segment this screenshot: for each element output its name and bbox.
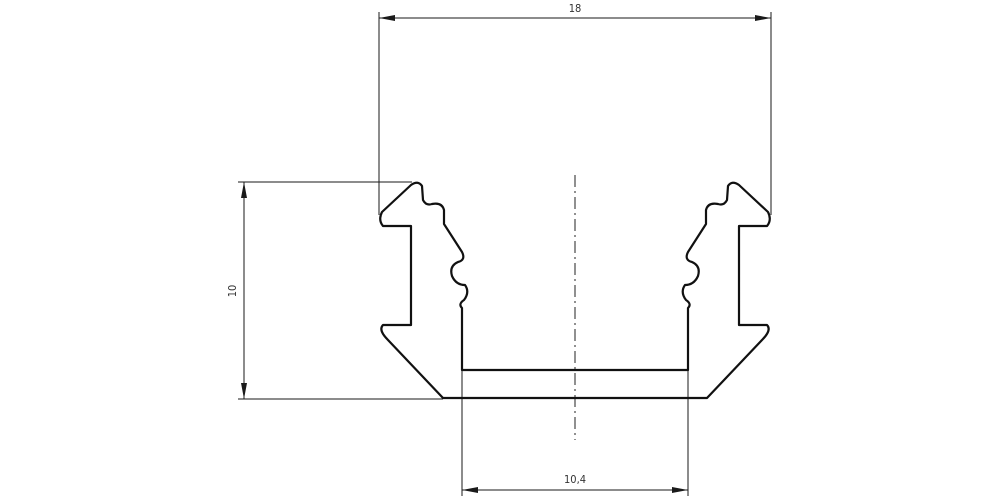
profile-outline-left (379, 181, 771, 400)
arrowhead-right (755, 15, 771, 21)
arrowhead-inner-right (672, 487, 688, 493)
height-dimension-label: 10 (226, 285, 239, 298)
inner-width-dimension: 10,4 (461, 370, 689, 496)
arrowhead-bottom (241, 383, 247, 399)
width-dimension: 18 (378, 2, 772, 215)
width-dimension-label: 18 (569, 2, 582, 15)
arrowhead-top (241, 182, 247, 198)
inner-width-dimension-label: 10,4 (564, 473, 586, 486)
arrowhead-left (379, 15, 395, 21)
height-dimension: 10 (226, 181, 443, 400)
arrowhead-inner-left (462, 487, 478, 493)
